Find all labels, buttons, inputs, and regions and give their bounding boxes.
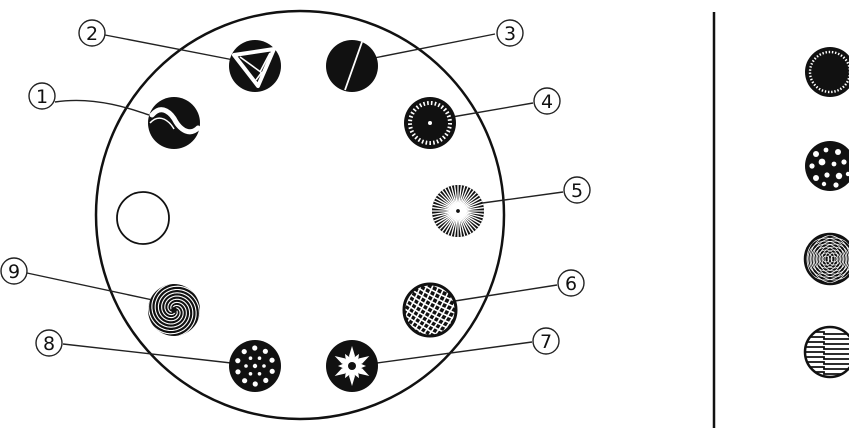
callout-7-number: 7 [540,331,552,353]
crosshatch-gobo [382,262,478,358]
callout-8-number: 8 [43,333,55,355]
callout-4-number: 4 [541,91,553,113]
callout-9-number: 9 [8,261,20,283]
spiral-gobo [145,283,202,337]
callout-4: 4 [534,88,560,114]
side-panel [799,47,849,377]
dotted-ring-gobo [404,97,456,149]
triangle-gobo [229,40,281,92]
callout-8: 8 [36,330,62,356]
callout-6: 6 [558,270,584,296]
wave-gobo [148,97,200,149]
open-position [117,192,169,244]
callout-7: 7 [533,328,559,354]
side-dot-cluster-gobo [805,141,849,191]
callout-5-number: 5 [571,180,583,202]
side-bars-gobo [802,327,849,377]
callout-5: 5 [564,177,590,203]
callout-1-number: 1 [36,86,48,108]
callout-2: 2 [79,20,105,46]
side-dotted-ring-gobo [805,47,849,97]
callout-3-number: 3 [504,23,516,45]
split-line-gobo [326,40,378,92]
callout-2-number: 2 [86,23,98,45]
callout-3: 3 [497,20,523,46]
callout-9: 9 [1,258,27,284]
leader-lines [27,34,563,365]
side-moire-gobo [799,232,849,286]
callout-1: 1 [29,83,55,109]
callout-6-number: 6 [565,273,577,295]
dot-pattern-gobo [229,340,281,392]
radial-lines-gobo [428,181,488,241]
flower-gobo [326,340,378,392]
